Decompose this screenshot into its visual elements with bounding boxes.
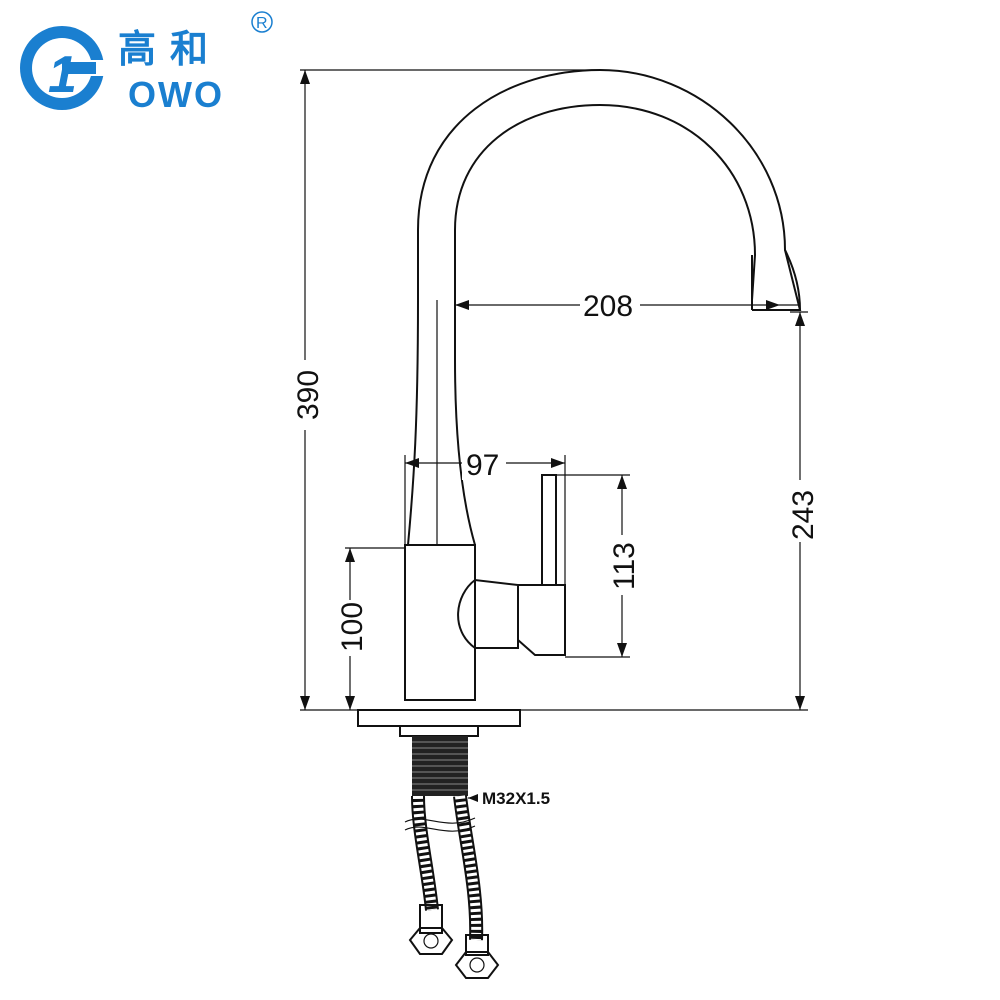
logo-chinese-name: 高和 [118,27,222,71]
dim-handle-height: 113 [608,542,641,590]
spout-inner-edge [454,103,757,546]
base-gasket [399,725,479,737]
brand-logo: 1 高和 OWO R [20,11,273,115]
faucet-body [404,544,476,701]
dim-spout-clearance: 243 [787,490,820,540]
faucet-outline [357,68,802,979]
hose-nut-left-icon [408,927,454,955]
supply-hoses [404,795,500,979]
dimension-lines [300,69,808,802]
dim-spout-reach: 208 [583,290,633,323]
logo-symbol: 1 [48,46,77,104]
handle-cap [517,584,566,656]
dim-total-height: 390 [292,370,325,420]
handle-lever [541,474,557,586]
logo-g-icon: 1 [20,26,106,110]
base-plate [357,709,521,727]
registered-mark: R [256,15,268,32]
spout-outer-edge [407,68,802,546]
registered-mark-icon [251,11,273,33]
hose-nut-right-icon [454,951,500,979]
hose-fitting-right [465,934,489,956]
thread-spec: M32X1.5 [482,789,550,808]
dim-body-height: 100 [336,602,369,652]
thread-lines [412,741,468,791]
logo-latin-name: OWO [128,74,224,115]
hose-fitting-left [419,904,443,934]
dim-handle-offset: 97 [466,449,499,482]
handle-joint [457,578,519,649]
